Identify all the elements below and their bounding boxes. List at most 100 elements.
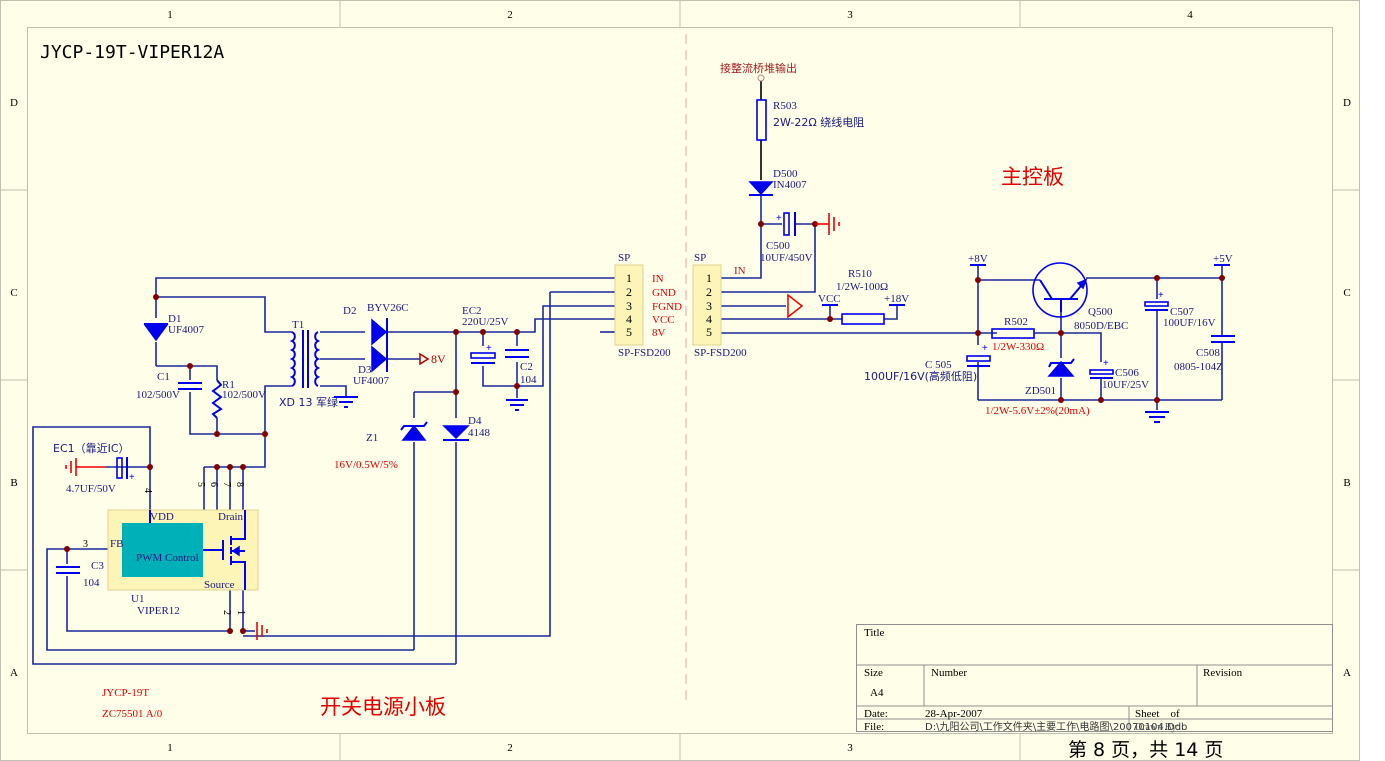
net-8v-port: 8V <box>419 352 446 366</box>
zd501-value: 1/2W-5.6V±2%(20mA) <box>985 405 1090 417</box>
connector-left-sp[interactable]: SP SP-FSD200 1 2 3 4 5 IN GND FGND VCC 8… <box>614 252 682 359</box>
c505-ref: C 505 <box>925 359 952 371</box>
diode-d2[interactable]: D2 BYV26C <box>343 302 409 346</box>
connector-right-sp[interactable]: SP SP-FSD200 IN 1 2 3 4 5 <box>692 252 804 359</box>
capacitor-c2[interactable]: C2 104 <box>505 349 537 411</box>
p8v-label: +8V <box>968 253 988 265</box>
drawn-by-label: Drawn By: <box>1135 722 1179 733</box>
capacitor-c508[interactable]: C508 0805-104Z <box>1174 335 1235 373</box>
d2-value: BYV26C <box>367 302 409 314</box>
zener-z1[interactable]: Z1 16V/0.5W/5% <box>334 421 428 471</box>
u1-pin-6: 6 <box>208 482 219 487</box>
zone-col-1-bottom: 1 <box>167 742 173 754</box>
svg-text:+: + <box>486 343 492 354</box>
diode-d4[interactable]: D4 4148 <box>442 415 491 441</box>
zener-zd501[interactable]: ZD501 1/2W-5.6V±2%(20mA) <box>985 358 1090 417</box>
c506-ref: C506 <box>1115 367 1139 379</box>
left-connector-header: SP <box>618 252 630 264</box>
t1-ref: T1 <box>292 319 304 331</box>
zone-row-c-right: C <box>1343 287 1350 299</box>
u1-pin-7: 7 <box>221 482 232 487</box>
c508-value: 0805-104Z <box>1174 361 1223 373</box>
capacitor-c3[interactable]: C3 104 <box>56 560 104 589</box>
d4-value: 4148 <box>468 427 491 439</box>
u1-vdd-label: VDD <box>150 511 174 523</box>
u1-source-label: Source <box>204 579 235 591</box>
c507-value: 100UF/16V <box>1163 317 1216 329</box>
zone-row-d-right: D <box>1343 97 1351 109</box>
u1-ref: U1 <box>131 593 144 605</box>
c1-ref: C1 <box>157 371 170 383</box>
zone-col-2-bottom: 2 <box>507 742 513 754</box>
q500-ref: Q500 <box>1088 306 1113 318</box>
resistor-r1[interactable]: R1 102/500V <box>211 379 266 419</box>
size-value: A4 <box>870 687 884 699</box>
number-label: Number <box>931 667 967 679</box>
diode-d3[interactable]: D3 UF4007 <box>353 345 390 387</box>
zone-row-a-right: A <box>1343 667 1351 679</box>
title-block: Title Size A4 Number Revision Date: 28-A… <box>856 624 1333 761</box>
date-label: Date: <box>864 708 888 720</box>
capacitor-c507[interactable]: + C507 100UF/16V <box>1144 290 1216 329</box>
title-label: Title <box>864 627 885 639</box>
right-junctions <box>758 221 1225 403</box>
vcc-label: VCC <box>818 293 841 305</box>
zone-col-2: 2 <box>507 9 513 21</box>
u1-value: VIPER12 <box>137 605 180 617</box>
part-name: JYCP-19T <box>102 687 149 699</box>
file-label: File: <box>864 721 884 733</box>
zone-col-4: 4 <box>1187 9 1193 21</box>
revision-label: Revision <box>1203 667 1243 679</box>
u1-pin-5: 5 <box>195 482 206 487</box>
c508-ref: C508 <box>1196 347 1220 359</box>
capacitor-ec2[interactable]: + EC2 220U/25V <box>462 305 509 364</box>
signal-vcc: VCC <box>652 314 675 326</box>
capacitor-c1[interactable]: C1 102/500V <box>136 371 202 401</box>
transistor-q500[interactable]: Q500 8050D/EBC <box>1032 262 1128 332</box>
ec1-value: 4.7UF/50V <box>66 483 116 495</box>
capacitor-c505[interactable]: + C 505 100UF/16V(高频低阻) <box>864 343 991 383</box>
signal-fgnd: FGND <box>652 301 682 313</box>
p18v-label: +18V <box>884 293 909 305</box>
u1-inner-label: PWM Control <box>136 552 199 564</box>
c506-value: 10UF/25V <box>1102 379 1149 391</box>
d3-ref: D3 <box>358 364 372 376</box>
zone-row-b: B <box>10 477 17 489</box>
c2-ref: C2 <box>520 361 533 373</box>
c1-value: 102/500V <box>136 389 180 401</box>
ground-red <box>256 622 268 640</box>
signal-8v: 8V <box>652 327 666 339</box>
u1-pin-4: 4 <box>142 488 153 493</box>
left-pin-2: 2 <box>626 285 632 299</box>
z1-ref: Z1 <box>366 432 378 444</box>
right-connector-part: SP-FSD200 <box>694 347 747 359</box>
ic-u1-viper12[interactable]: PWM Control VDD Drain FB Source U1 VIPER… <box>83 482 259 617</box>
size-label: Size <box>864 667 883 679</box>
capacitor-c506[interactable]: + C506 10UF/25V <box>1089 358 1149 391</box>
right-pin-4: 4 <box>706 312 712 326</box>
capacitor-ec1[interactable]: + EC1（靠近IC） 4.7UF/50V <box>53 441 135 495</box>
d3-value: UF4007 <box>353 375 390 387</box>
diode-d500[interactable]: D500 IN4007 <box>748 168 807 196</box>
resistor-r510[interactable]: R510 1/2W-100Ω <box>836 268 888 325</box>
d500-ref: D500 <box>773 168 798 180</box>
svg-text:+: + <box>1103 358 1109 369</box>
left-pin-3: 3 <box>626 299 632 313</box>
c500-ref: C500 <box>766 240 790 252</box>
resistor-r502[interactable]: R502 1/2W-330Ω <box>991 316 1044 353</box>
zone-col-3-bottom: 3 <box>847 742 853 754</box>
input-terminal[interactable]: 接整流桥堆输出 <box>720 61 797 82</box>
signal-gnd: GND <box>652 287 676 299</box>
diode-d1[interactable]: D1 UF4007 <box>143 313 205 342</box>
u1-drain-label: Drain <box>218 511 244 523</box>
d2-ref: D2 <box>343 305 356 317</box>
c3-value: 104 <box>83 577 100 589</box>
net-8v-label: 8V <box>431 352 446 366</box>
transformer-t1[interactable]: T1 XD 13 军绿 <box>279 319 338 409</box>
capacitor-c500[interactable]: + C500 10UF/450V <box>760 212 840 264</box>
right-connector-header: SP <box>694 252 706 264</box>
resistor-r503[interactable]: R503 2W-22Ω 绕线电阻 <box>756 99 864 141</box>
page-footer: 第 8 页，共 14 页 <box>1068 739 1223 761</box>
c3-ref: C3 <box>91 560 104 572</box>
p5v-label: +5V <box>1213 253 1233 265</box>
